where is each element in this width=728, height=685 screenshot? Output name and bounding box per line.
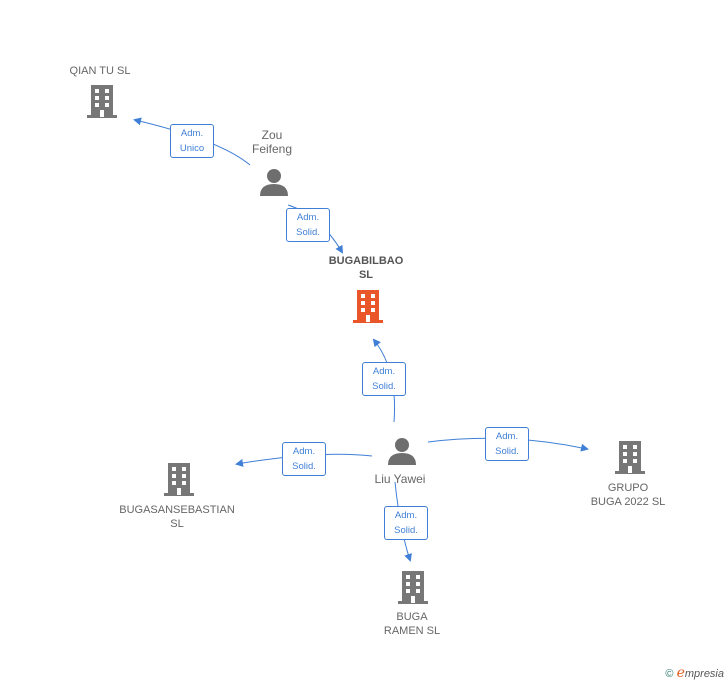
node-label-bugabilbao[interactable]: BUGABILBAO SL [328, 255, 404, 281]
building-icon-grupo-buga[interactable] [615, 441, 645, 474]
edge-label-zou-bugabilbao: Adm. Solid. [286, 208, 330, 242]
person-icon-liu-yawei[interactable] [388, 438, 416, 465]
brand-name: mpresia [684, 668, 724, 680]
edge-label-liu-grupo: Adm. Solid. [485, 427, 529, 461]
edge-label-liu-bugabilbao: Adm. Solid. [362, 362, 406, 396]
edge-role-line1: Adm. [292, 446, 316, 457]
edge-role-line2: Solid. [296, 227, 320, 238]
building-icon-qian-tu[interactable] [87, 85, 117, 118]
building-icon-bugabilbao[interactable] [353, 290, 383, 323]
edge-label-liu-ramen: Adm. Solid. [384, 506, 428, 540]
edge-role-line2: Solid. [394, 525, 418, 536]
edge-role-line2: Solid. [292, 461, 316, 472]
edge-role-line1: Adm. [372, 366, 396, 377]
edge-label-liu-bugasansebastian: Adm. Solid. [282, 442, 326, 476]
building-icon-bugasansebastian[interactable] [164, 463, 194, 496]
node-label-liu-yawei[interactable]: Liu Yawei [374, 472, 426, 486]
node-label-bugasansebastian[interactable]: BUGASANSEBASTIAN SL [119, 504, 235, 530]
copyright-symbol: © [665, 668, 674, 680]
node-label-buga-ramen[interactable]: BUGA RAMEN SL [383, 611, 441, 637]
edge-role-line2: Solid. [495, 446, 519, 457]
empresia-watermark: © empresia [665, 665, 724, 681]
building-icon-buga-ramen[interactable] [398, 571, 428, 604]
node-label-zou-feifeng[interactable]: Zou Feifeng [251, 128, 293, 156]
node-label-grupo-buga[interactable]: GRUPO BUGA 2022 SL [590, 482, 666, 508]
edge-label-zou-qian: Adm. Unico [170, 124, 214, 158]
edge-role-line2: Unico [179, 143, 205, 154]
edge-role-line1: Adm. [296, 212, 320, 223]
edge-role-line1: Adm. [495, 431, 519, 442]
edge-role-line2: Solid. [372, 381, 396, 392]
node-label-qian-tu[interactable]: QIAN TU SL [69, 65, 131, 77]
person-icon-zou-feifeng[interactable] [260, 169, 288, 196]
edge-role-line1: Adm. [180, 128, 204, 139]
brand-initial: e [676, 665, 685, 681]
edge-role-line1: Adm. [394, 510, 418, 521]
